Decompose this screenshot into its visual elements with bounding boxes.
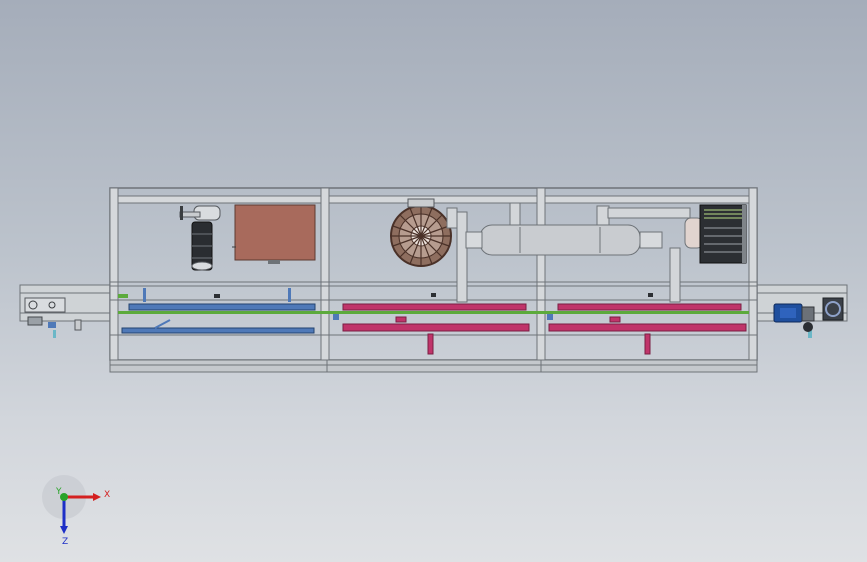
side-channel-blower[interactable] [684,204,747,264]
blower-fan[interactable] [390,198,452,267]
heating-tank[interactable] [232,204,316,264]
axis-x-label: X [104,490,110,500]
fasteners [333,293,653,320]
blue-tray-section[interactable] [121,288,316,334]
magenta-tray-section[interactable] [342,303,747,355]
right-conveyor [756,284,848,338]
machine-assembly[interactable] [19,187,848,373]
left-conveyor [19,284,113,338]
air-ducting [446,202,691,303]
green-rail [118,294,749,314]
axis-triad: X Y Z [42,475,110,547]
filter-valve[interactable] [179,205,221,271]
axis-y-label: Y [55,487,62,497]
drive-motor[interactable] [773,303,815,332]
axis-z-label: Z [62,537,68,547]
